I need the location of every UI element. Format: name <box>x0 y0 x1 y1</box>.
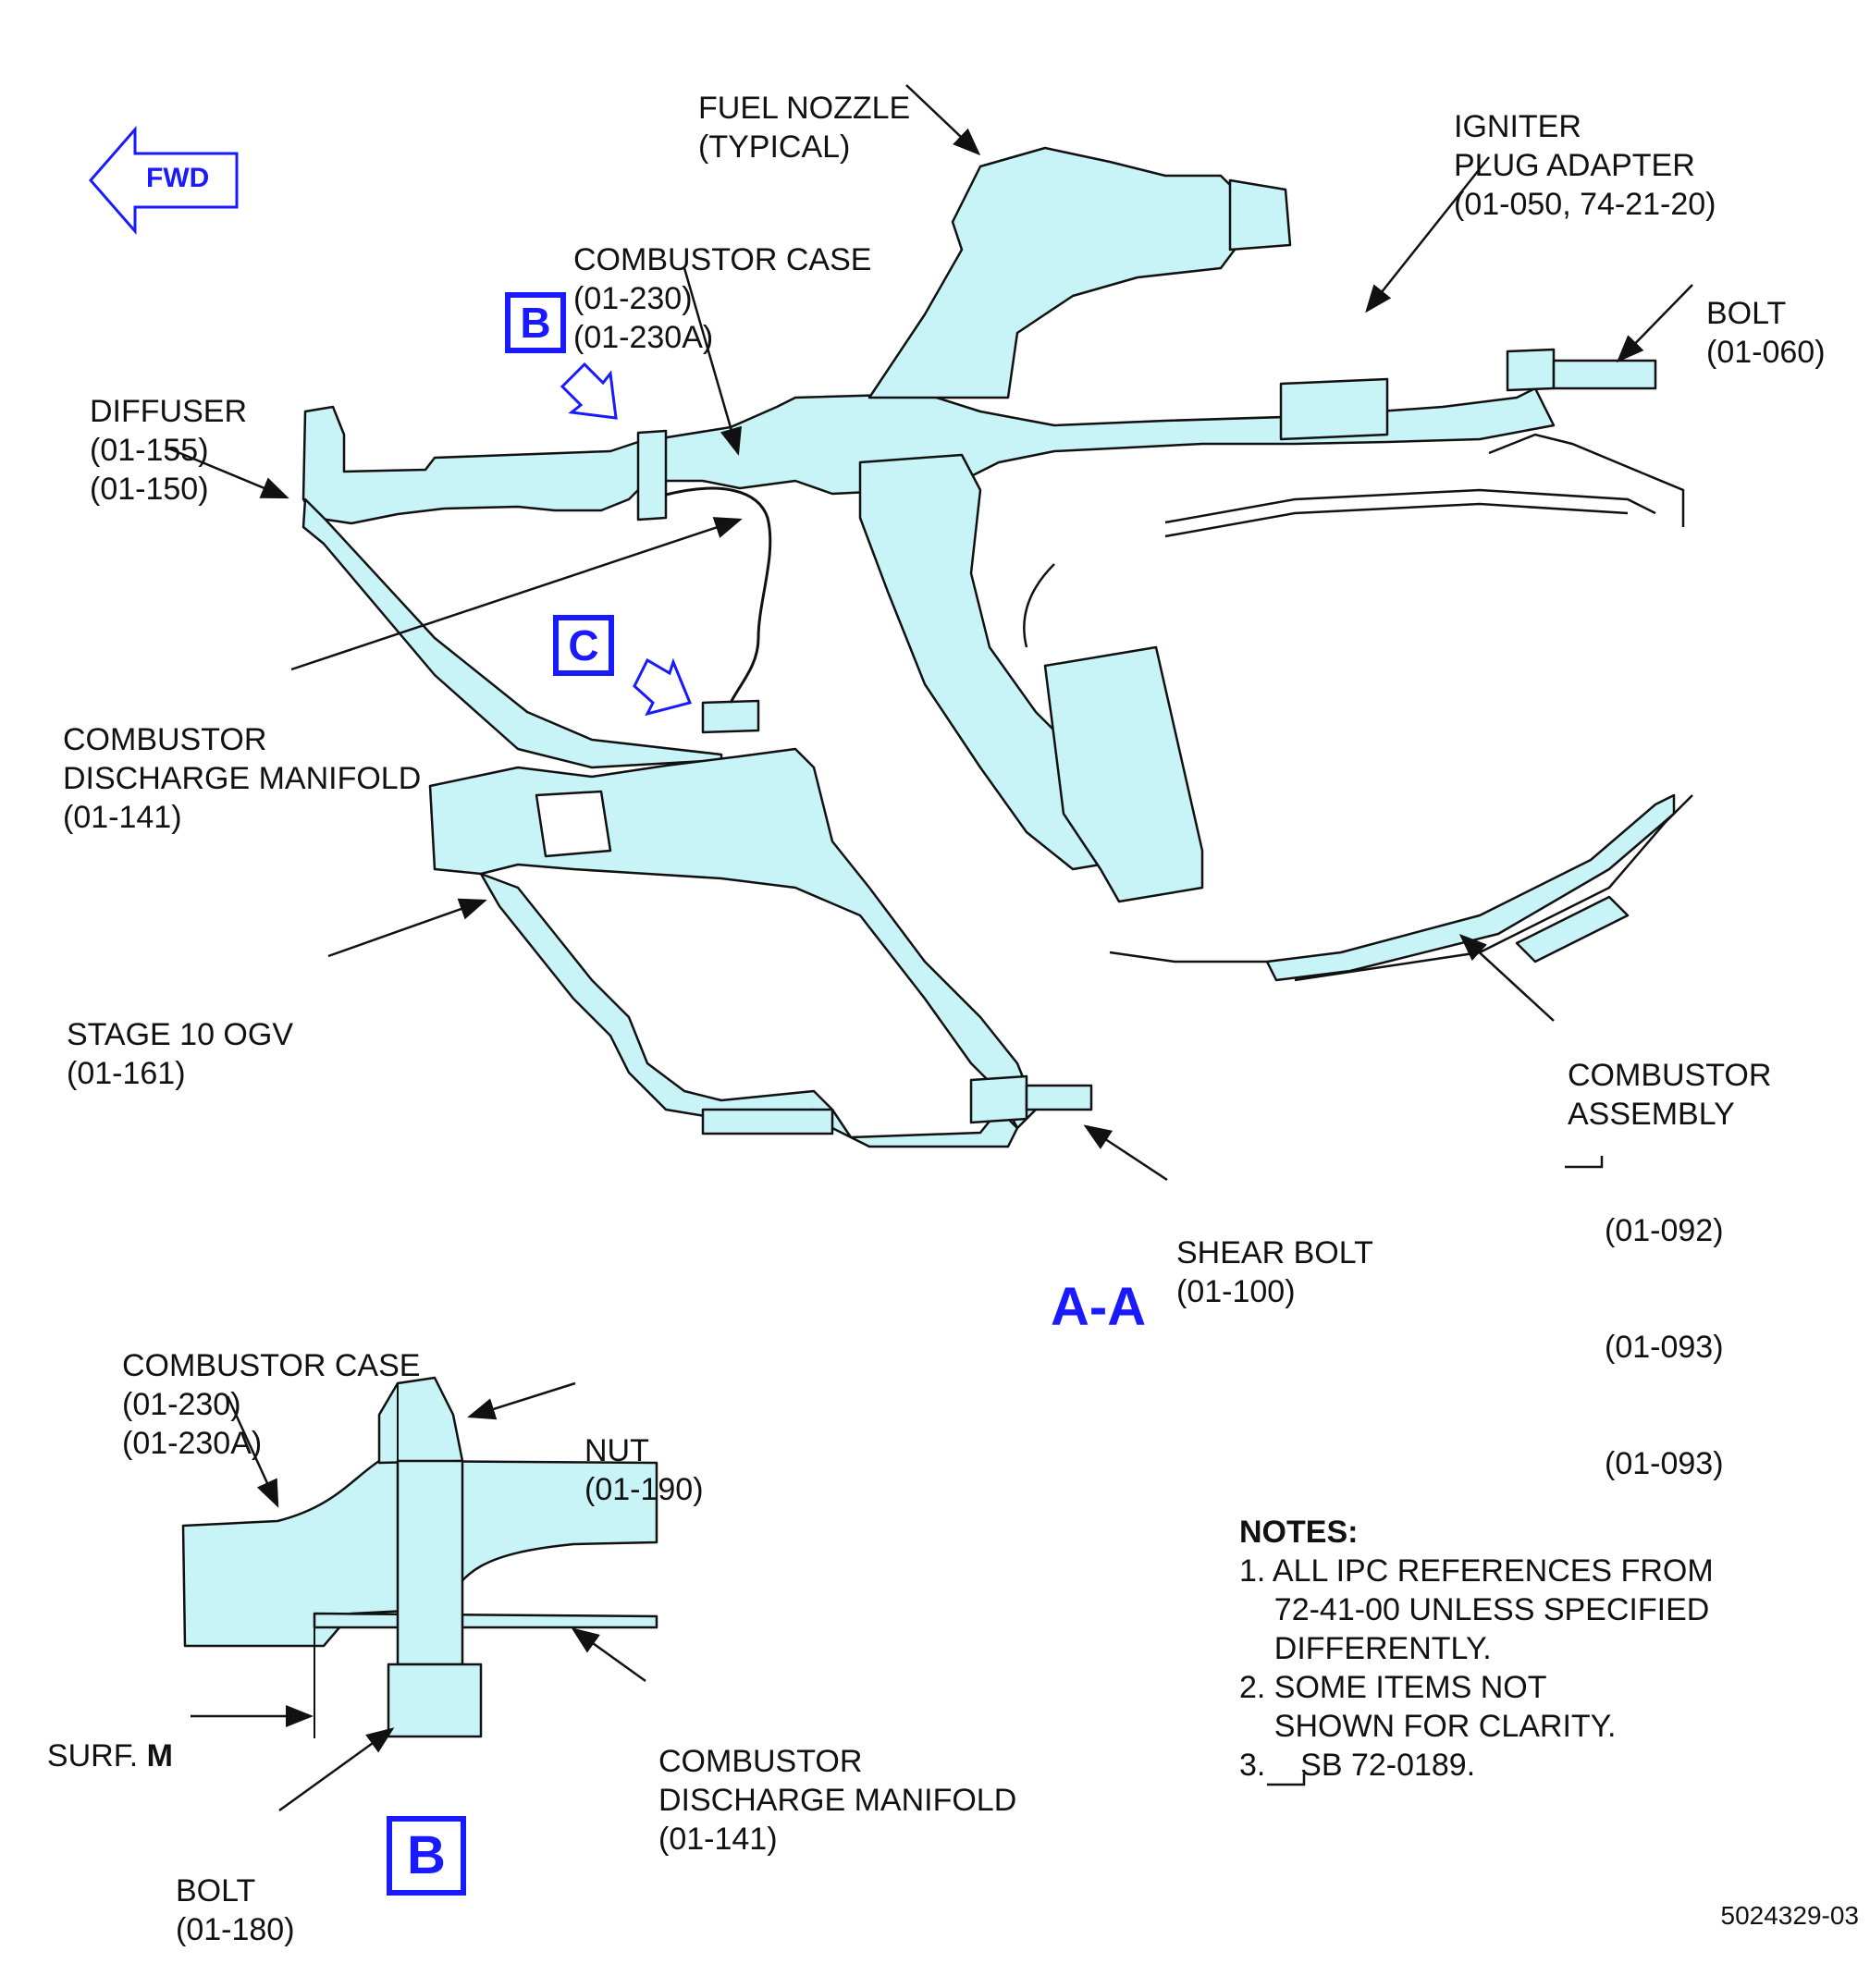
lower-flange-shape <box>701 1108 834 1135</box>
diagram-artwork <box>89 84 1693 1812</box>
label-stage10-ogv: STAGE 10 OGV(01-161) <box>67 1017 294 1091</box>
diffuser-bolt-shape <box>636 429 668 522</box>
notes-title: NOTES: <box>1239 1515 1359 1550</box>
detail-b <box>181 1376 658 1738</box>
view-title: A-A <box>1051 1277 1147 1337</box>
label-surf-m: SURF. M <box>46 1738 173 1773</box>
shear-bolt-top-shape <box>969 1074 1028 1124</box>
callout-box-c-upper: C <box>553 615 614 676</box>
ogv-window-shape <box>535 790 612 858</box>
outer-liner-shape <box>1265 793 1676 982</box>
note-line: DIFFERENTLY. <box>1239 1631 1492 1666</box>
label-nut: NUT(01-190) <box>584 1433 704 1507</box>
liner-sheet-lines <box>1023 433 1693 982</box>
fwd-label: FWD <box>146 163 210 193</box>
label-diffuser: DIFFUSER(01-155)(01-150) <box>90 394 247 507</box>
fwd-arrow-icon <box>89 126 239 235</box>
note-line: 2. SOME ITEMS NOT <box>1239 1670 1547 1705</box>
bolt-top-shank-shape <box>1552 359 1657 390</box>
detail-bolt-head-shape <box>387 1663 483 1738</box>
manifold-clamp-shape <box>701 699 760 734</box>
fuel-nozzle-stem-shape <box>867 146 1250 399</box>
igniter-adapter-shape <box>1279 377 1389 441</box>
note-line: SHOWN FOR CLARITY. <box>1239 1709 1617 1744</box>
detail-b-lines <box>314 1383 399 1738</box>
callout-arrow-c-icon <box>633 657 693 717</box>
fuel-nozzle-tip-shape <box>1228 178 1292 252</box>
leader-lines <box>166 84 1693 1812</box>
bolt-top-shape <box>1506 348 1556 392</box>
label-combustor-case-detail: COMBUSTOR CASE(01-230)(01-230A) <box>122 1348 421 1461</box>
label-combustor-case-top: COMBUSTOR CASE(01-230)(01-230A) <box>573 242 872 355</box>
detail-manifold-shape <box>313 1612 658 1629</box>
callout-arrow-b-icon <box>560 362 618 420</box>
figure-number: 5024329-03 <box>1720 1901 1859 1930</box>
combustor-dome-shape <box>1043 645 1204 903</box>
manifold-tube <box>665 486 772 704</box>
notes-block: NOTES: 1. ALL IPC REFERENCES FROM 72-41-… <box>1239 1513 1714 1785</box>
lower-bracket-shape <box>1515 895 1630 963</box>
note-line: 72-41-00 UNLESS SPECIFIED <box>1239 1592 1710 1627</box>
label-fuel-nozzle: FUEL NOZZLE(TYPICAL) <box>698 91 911 165</box>
label-bolt-top: BOLT(01-060) <box>1706 296 1826 370</box>
label-shear-bolt: SHEAR BOLT(01-100) <box>1176 1235 1373 1309</box>
stage10-ogv-shape <box>428 747 1038 1130</box>
callout-box-b-upper: B <box>505 292 566 353</box>
section-a-a <box>301 146 1676 1148</box>
note-line: 3. SB 72-0189. <box>1239 1748 1476 1783</box>
label-bolt-detail: BOLT(01-180) <box>176 1873 295 1947</box>
shear-bolt-shank-shape <box>1025 1084 1093 1111</box>
callout-box-b-detail: B <box>387 1816 466 1896</box>
note-line: 1. ALL IPC REFERENCES FROM <box>1239 1553 1714 1589</box>
